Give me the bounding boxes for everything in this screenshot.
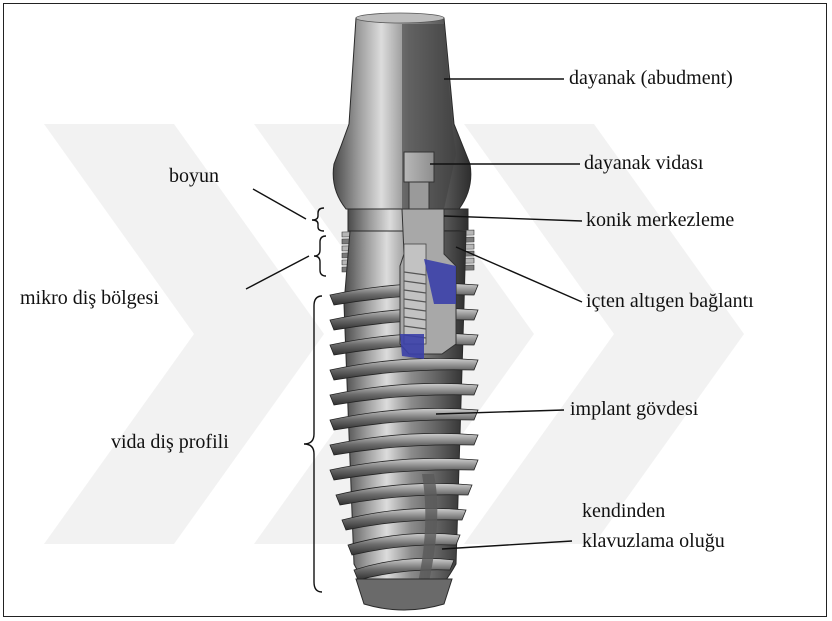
label-conical-centering: konik merkezleme xyxy=(586,209,734,231)
label-abutment-screw: dayanak vidası xyxy=(584,152,703,174)
abutment xyxy=(333,13,471,214)
label-internal-hex: içten altıgen bağlantı xyxy=(586,290,754,312)
label-self-tapping-2: klavuzlama oluğu xyxy=(582,530,725,552)
label-thread-profile: vida diş profili xyxy=(111,431,229,453)
diagram-frame: dayanak (abudment) dayanak vidası boyun … xyxy=(3,3,827,617)
label-implant-body: implant gövdesi xyxy=(570,398,698,420)
implant-body xyxy=(330,209,478,610)
label-self-tapping-1: kendinden xyxy=(582,500,665,522)
label-neck: boyun xyxy=(169,165,219,187)
label-micro-thread-zone: mikro diş bölgesi xyxy=(20,287,159,309)
label-abutment: dayanak (abudment) xyxy=(569,67,733,89)
